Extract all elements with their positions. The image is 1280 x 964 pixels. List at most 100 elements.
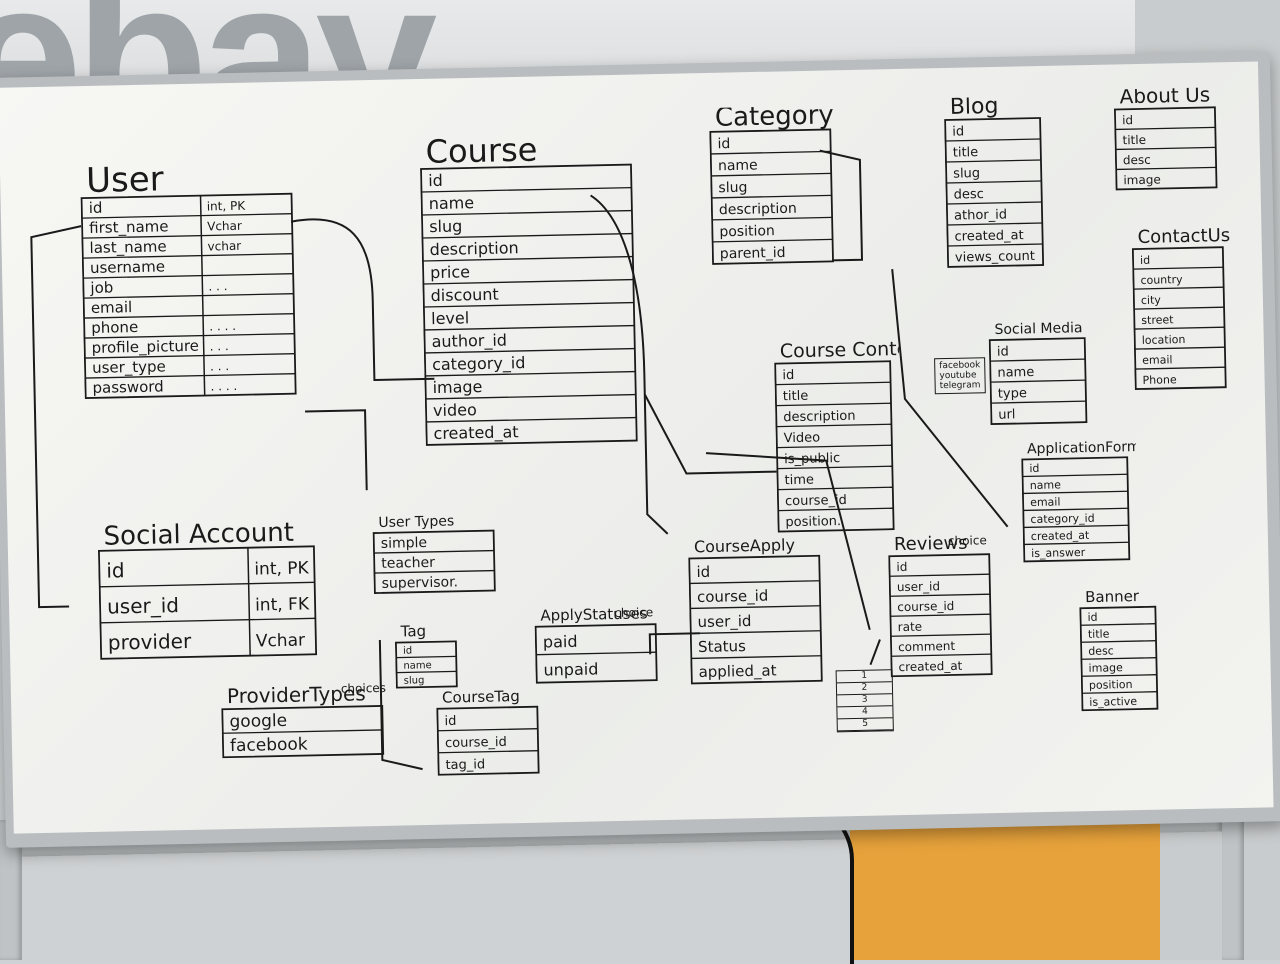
course-apply-title: CourseApply	[694, 536, 795, 557]
contact-us-field: street	[1141, 313, 1174, 327]
application-form-field: name	[1030, 478, 1062, 492]
course-field: created_at	[433, 422, 518, 444]
tag-field: name	[403, 660, 432, 672]
about-us-field: title	[1122, 133, 1146, 147]
course-apply-table: CourseApplyidcourse_iduser_idStatusappli…	[688, 535, 823, 685]
about-us-field: id	[1122, 113, 1133, 127]
apply-statuses-field: unpaid	[543, 659, 598, 679]
user-title: User	[86, 162, 164, 201]
course-field: slug	[429, 216, 462, 236]
provider-types-note: choices	[341, 681, 386, 696]
rate-choice: 5	[837, 718, 893, 732]
application-form-field: email	[1030, 495, 1061, 509]
course-apply-field: applied_at	[698, 661, 776, 682]
user-field-type: . . . .	[209, 319, 236, 334]
course-tag-field: tag_id	[445, 757, 485, 773]
user-field-type: . . .	[210, 339, 229, 353]
category-field: name	[718, 157, 758, 174]
user-types-field: simple	[381, 535, 428, 552]
apply-statuses-note: choice	[614, 605, 653, 620]
banner-field: id	[1087, 611, 1097, 624]
course-field: author_id	[431, 330, 507, 352]
course-tag-field: course_id	[445, 735, 507, 751]
contact-us-field: location	[1142, 333, 1186, 347]
blog-field: slug	[953, 166, 980, 182]
course-field: image	[432, 377, 482, 397]
social-account-field-type: int, PK	[254, 558, 310, 579]
blog-field: created_at	[954, 228, 1023, 244]
course-field: name	[429, 193, 475, 213]
tag-field: slug	[404, 675, 425, 686]
contact-us-field: city	[1141, 294, 1162, 307]
course-apply-field: Status	[698, 637, 746, 656]
contact-us-title: ContactUs	[1137, 227, 1230, 248]
reviews-field: id	[896, 560, 907, 574]
application-form-table: ApplicationFormidnameemailcategory_idcre…	[1021, 439, 1141, 563]
social-account-field: provider	[108, 629, 193, 655]
category-field: position	[719, 223, 775, 240]
blog-title: Blog	[950, 96, 999, 120]
course-field: id	[428, 171, 443, 190]
user-field: user_type	[92, 357, 166, 378]
application-form-field: is_answer	[1031, 546, 1086, 560]
user-field: first_name	[89, 217, 169, 238]
user-field: id	[89, 199, 103, 217]
course-title: Course	[425, 134, 537, 170]
user-field: profile_picture	[91, 337, 199, 358]
user-field-type: . . .	[210, 359, 229, 373]
category-field: parent_id	[720, 245, 786, 262]
user-field: password	[92, 377, 164, 396]
course-content-field: title	[783, 389, 809, 405]
social-account-title: Social Account	[103, 518, 294, 552]
provider-types-field: facebook	[230, 734, 308, 756]
social-media-field: name	[997, 365, 1034, 381]
user-field: job	[89, 278, 113, 296]
application-form-title: ApplicationForm	[1027, 439, 1139, 457]
contact-us-field: id	[1140, 254, 1150, 267]
social-media-title: Social Media	[994, 320, 1082, 338]
course-apply-field: id	[696, 563, 710, 581]
social-account-field-type: Vchar	[256, 631, 306, 652]
course-content-table: Course ContentidtitledescriptionVideois_…	[774, 337, 928, 533]
reviews-title: Reviews	[894, 533, 968, 556]
about-us-field: desc	[1123, 153, 1151, 168]
course-field: description	[429, 238, 518, 259]
category-table: Categoryidnameslugdescriptionpositionpar…	[709, 100, 834, 265]
user-types-field: supervisor.	[382, 574, 459, 592]
reviews-field: rate	[898, 620, 923, 635]
user-field-type: . . .	[208, 279, 227, 293]
course-content-field: time	[784, 473, 814, 489]
blog-field: desc	[954, 187, 984, 203]
reviews-note: choice	[948, 533, 987, 548]
reviews-field: course_id	[897, 599, 954, 614]
course-field: discount	[430, 285, 498, 305]
about-us-title: About Us	[1119, 87, 1210, 108]
relation-lines	[30, 149, 1009, 771]
blog-field: athor_id	[954, 207, 1007, 223]
apply-statuses-field: paid	[543, 632, 578, 652]
social-account-field: id	[106, 558, 125, 582]
social-media-field: type	[998, 386, 1027, 402]
blog-field: views_count	[955, 249, 1035, 266]
category-field: description	[719, 201, 797, 219]
